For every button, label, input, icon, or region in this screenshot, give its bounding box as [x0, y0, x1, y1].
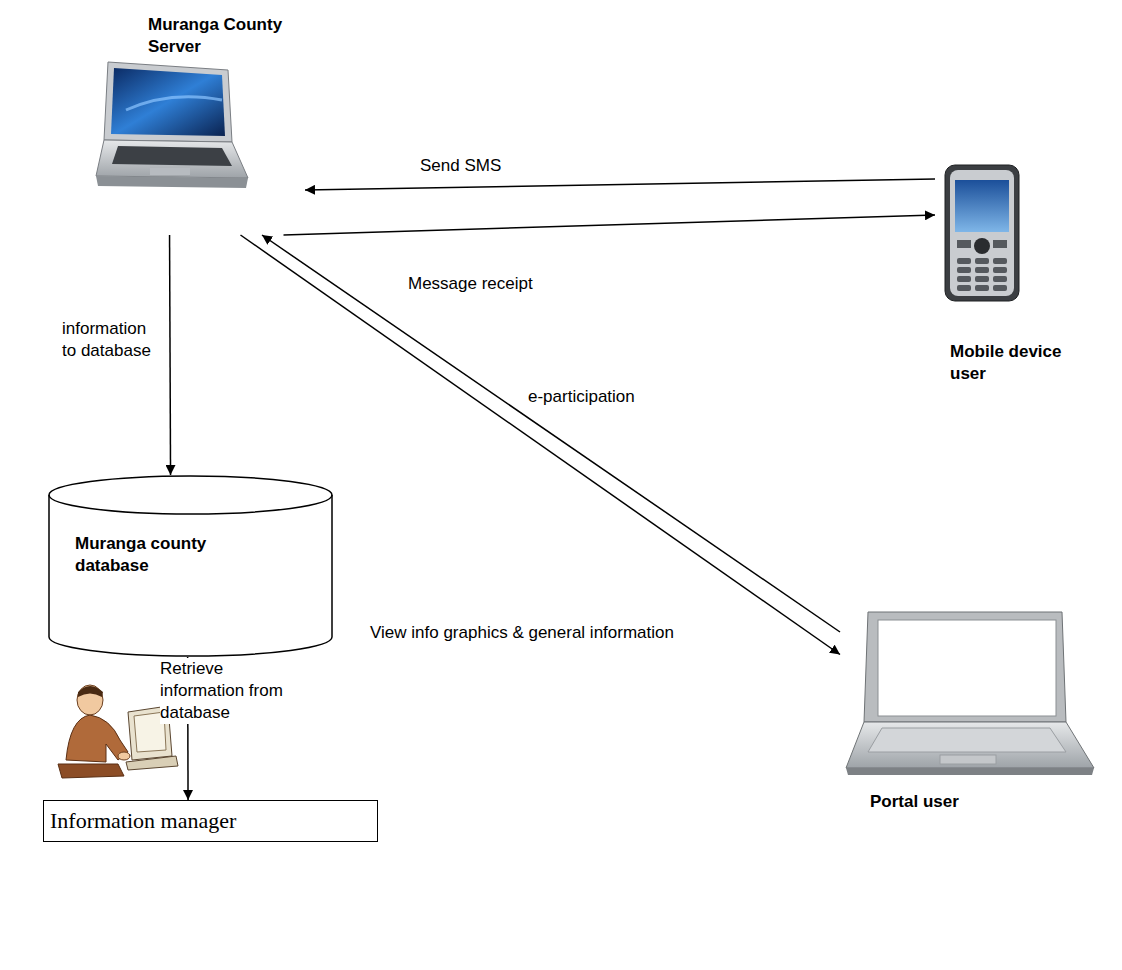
edge-label: Retrieve information from database: [160, 658, 295, 724]
phone-icon: [945, 165, 1019, 301]
edge-label: Message receipt: [408, 273, 588, 295]
node-label: Muranga county database: [75, 533, 245, 577]
icon-node: Muranga County Server: [90, 10, 305, 235]
edge-label: e-participation: [528, 386, 688, 408]
edge-label: information to database: [62, 318, 162, 362]
node-label: Muranga County Server: [148, 14, 298, 58]
database-cylinder: Muranga county database: [48, 475, 333, 657]
icon-node: Portal user: [840, 605, 1100, 830]
arrow-connector: [170, 235, 171, 475]
arrow-connector: [305, 179, 935, 190]
node-label: Mobile device user: [950, 341, 1080, 385]
icon-node: Mobile device user: [935, 155, 1115, 395]
netbook-icon: [96, 62, 248, 188]
edge-label: Send SMS: [420, 155, 540, 177]
arrow-connector: [284, 215, 936, 235]
label-box: Information manager: [43, 800, 378, 842]
edge-label: View info graphics & general information: [370, 622, 765, 644]
node-label: Information manager: [50, 808, 370, 834]
arrow-connector: [262, 235, 840, 632]
laptop-icon: [846, 612, 1094, 775]
node-label: Portal user: [870, 791, 1070, 813]
